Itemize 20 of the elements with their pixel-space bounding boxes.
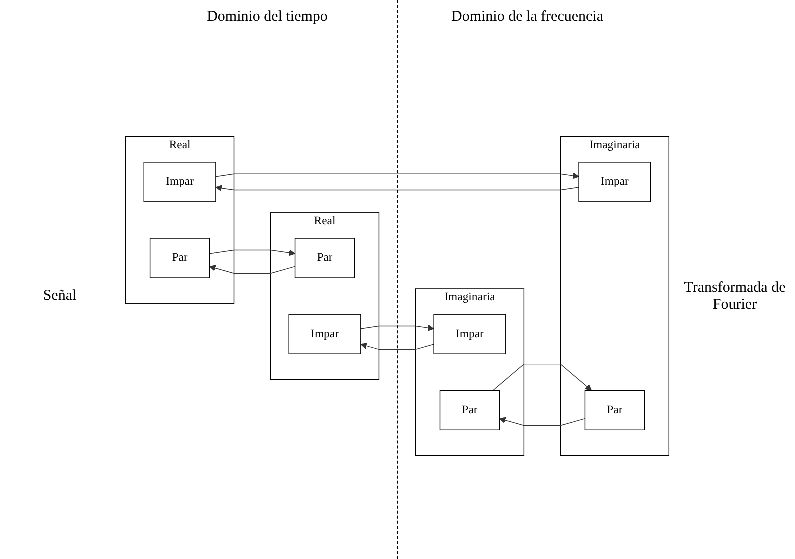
node-box: Par	[150, 238, 210, 279]
node-box: Impar	[288, 314, 362, 355]
arrow	[360, 343, 434, 350]
node-box: Impar	[144, 162, 216, 203]
arrow	[216, 173, 580, 180]
node-box: Par	[584, 390, 646, 431]
node-box: Impar	[578, 162, 652, 203]
node-box: Impar	[434, 314, 506, 355]
arrow	[209, 250, 296, 256]
domain-label: Dominio de la frecuencia	[450, 8, 604, 26]
side-label: Señal	[43, 288, 77, 304]
arrow	[360, 325, 434, 332]
node-box: Par	[440, 390, 500, 431]
node-box: Par	[294, 238, 356, 279]
arrow	[492, 364, 592, 392]
arrow	[216, 185, 580, 192]
domain-label: Dominio del tiempo	[206, 8, 329, 26]
side-label: Transformada de Fourier	[684, 280, 786, 312]
arrow	[210, 265, 296, 274]
arrow	[499, 418, 586, 426]
